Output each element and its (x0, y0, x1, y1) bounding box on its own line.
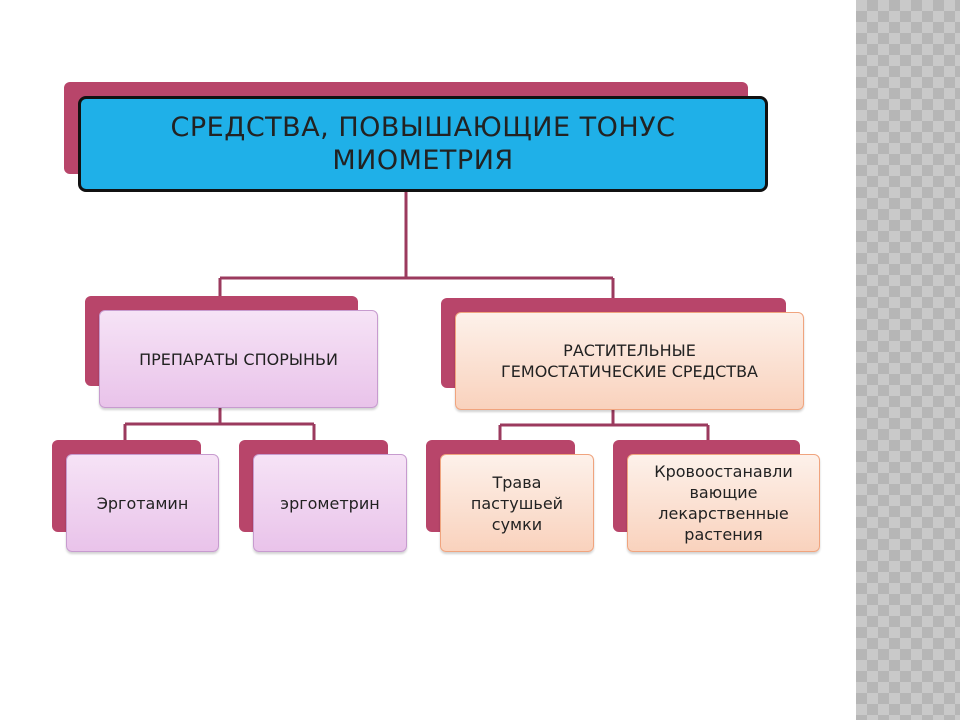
branch-node-herbal-label: РАСТИТЕЛЬНЫЕ ГЕМОСТАТИЧЕСКИЕ СРЕДСТВА (501, 341, 758, 381)
root-node: СРЕДСТВА, ПОВЫШАЮЩИЕ ТОНУС МИОМЕТРИЯ (78, 96, 768, 192)
leaf-node-ergotamine: Эрготамин (66, 454, 219, 552)
connector-root (218, 192, 615, 298)
decorative-sidebar-pattern (856, 0, 960, 720)
connector-branch-1 (123, 408, 316, 440)
branch-node-ergot-label: ПРЕПАРАТЫ СПОРЫНЬИ (139, 349, 338, 369)
connector-lines (123, 192, 710, 440)
branch-node-ergot: ПРЕПАРАТЫ СПОРЫНЬИ (99, 310, 378, 408)
leaf-node-ergotamine-label: Эрготамин (96, 493, 189, 513)
root-node-label: СРЕДСТВА, ПОВЫШАЮЩИЕ ТОНУС МИОМЕТРИЯ (170, 112, 676, 176)
connector-branch-2 (498, 410, 710, 440)
leaf-node-hemostatic-plants-label: Кровоостанавли вающие лекарственные раст… (654, 462, 793, 544)
leaf-node-hemostatic-plants: Кровоостанавли вающие лекарственные раст… (627, 454, 820, 552)
leaf-node-shepherds-purse: Трава пастушьей сумки (440, 454, 594, 552)
leaf-node-shepherds-purse-label: Трава пастушьей сумки (470, 472, 564, 534)
leaf-node-ergometrine: эргометрин (253, 454, 407, 552)
branch-node-herbal: РАСТИТЕЛЬНЫЕ ГЕМОСТАТИЧЕСКИЕ СРЕДСТВА (455, 312, 804, 410)
leaf-node-ergometrine-label: эргометрин (280, 493, 380, 513)
